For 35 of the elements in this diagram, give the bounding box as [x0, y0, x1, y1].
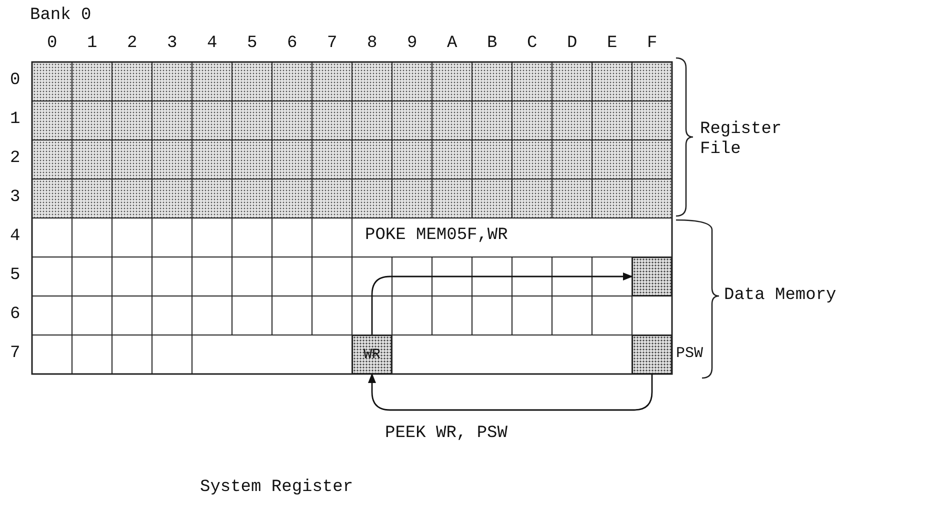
- column-header: A: [447, 34, 458, 54]
- row-header: 1: [10, 110, 20, 130]
- column-header: 0: [47, 34, 58, 54]
- memory-cell: [632, 257, 672, 296]
- group-label: Register File: [700, 120, 783, 160]
- row-header: 6: [10, 305, 20, 325]
- column-header: 2: [127, 34, 138, 54]
- group-label: System Register: [200, 478, 354, 498]
- column-header: 5: [247, 34, 258, 54]
- arrow: [368, 373, 653, 411]
- column-header: 3: [167, 34, 178, 54]
- row-header: 2: [10, 149, 20, 169]
- column-header: 8: [367, 34, 378, 54]
- column-header: E: [607, 34, 618, 54]
- register-cell: [352, 335, 392, 374]
- column-header: 6: [287, 34, 298, 54]
- column-header: 4: [207, 34, 218, 54]
- group-label: Data Memory: [724, 286, 836, 306]
- row-header: 5: [10, 266, 20, 286]
- cell-caption: PSW: [676, 344, 704, 364]
- cell-label: WR: [364, 346, 380, 362]
- column-header: C: [527, 34, 538, 54]
- row-header: 7: [10, 344, 20, 364]
- row-header: 0: [10, 71, 20, 91]
- memory-cell: [632, 335, 672, 374]
- column-header: 9: [407, 34, 418, 54]
- arrow: [371, 272, 633, 335]
- column-header: 1: [87, 34, 98, 54]
- row-header: 3: [10, 188, 20, 208]
- column-header: B: [487, 34, 498, 54]
- column-header: D: [567, 34, 578, 54]
- row-header: 4: [10, 227, 20, 247]
- column-header: F: [647, 34, 658, 54]
- bank-title: Bank 0: [30, 6, 92, 26]
- column-header: 7: [327, 34, 338, 54]
